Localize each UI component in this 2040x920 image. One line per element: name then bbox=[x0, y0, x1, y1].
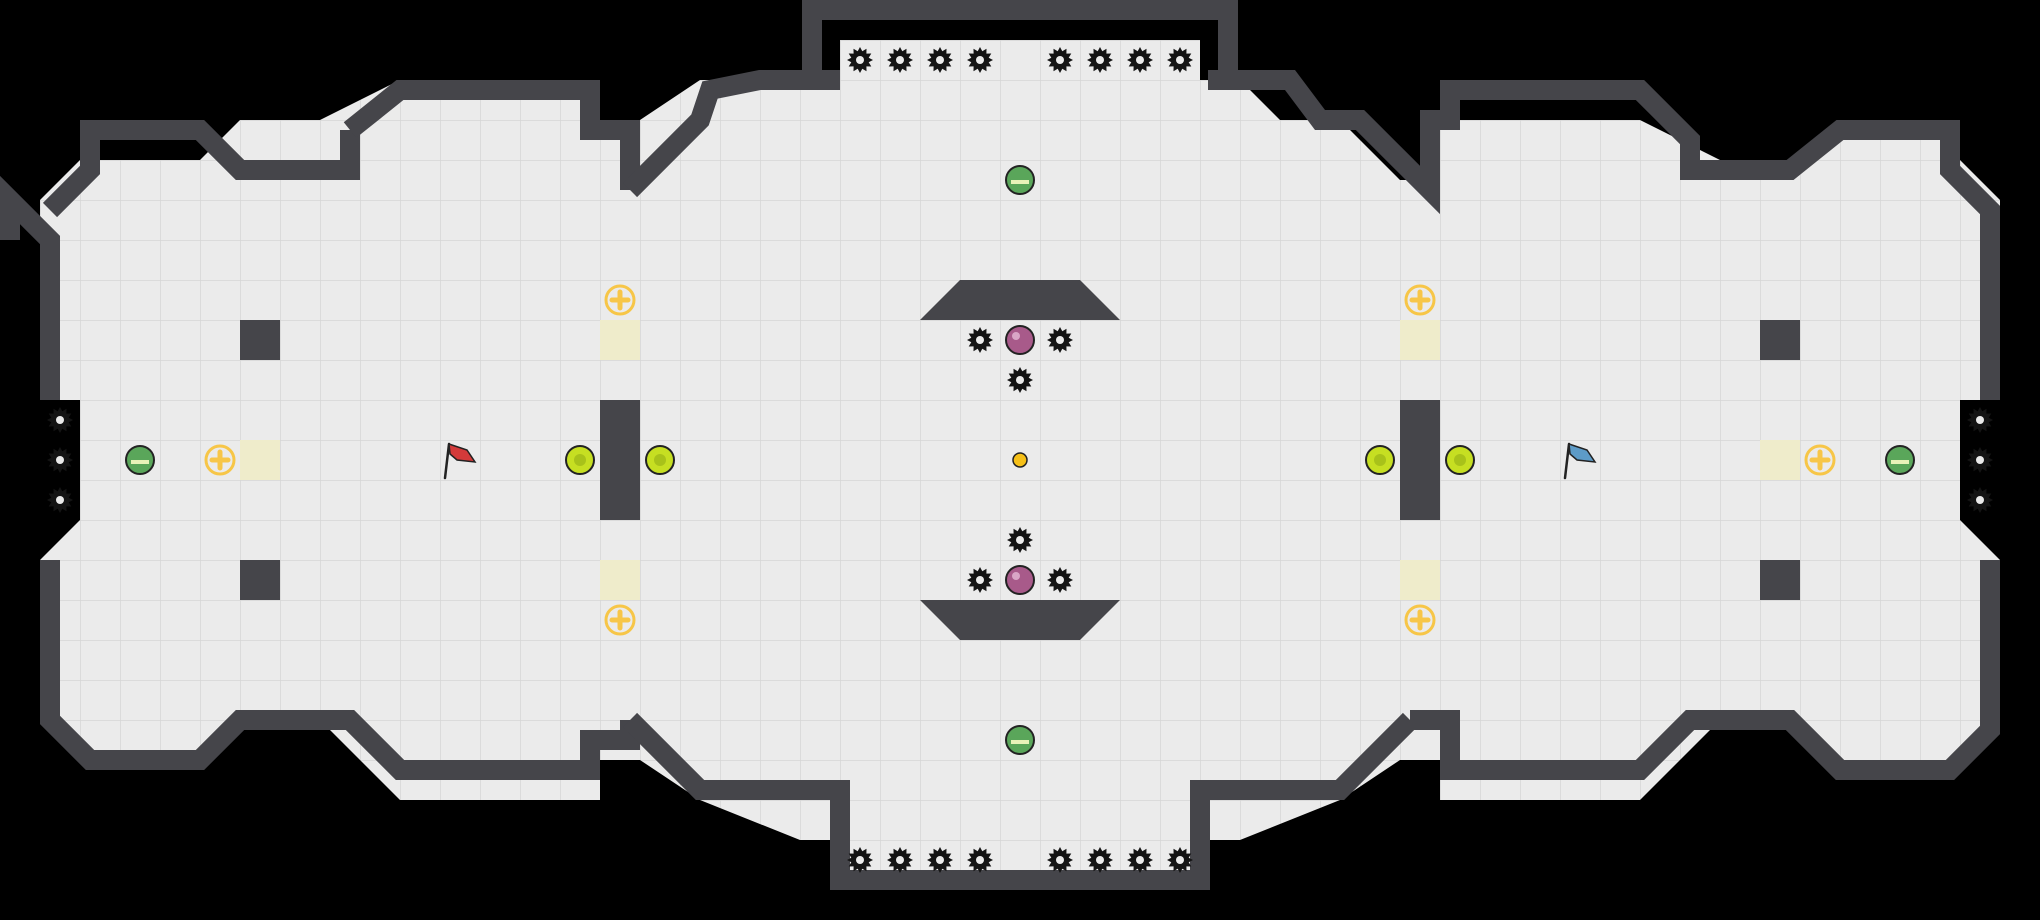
spike-icon bbox=[847, 847, 873, 873]
spike-icon bbox=[847, 47, 873, 73]
boost-pad-icon bbox=[604, 604, 636, 636]
right-lower-wall bbox=[1410, 560, 2000, 780]
center-right-barrier bbox=[1400, 400, 1440, 520]
gate-tile-icon bbox=[600, 560, 640, 600]
boost-pad-icon bbox=[604, 284, 636, 316]
spike-icon bbox=[1047, 327, 1073, 353]
spike-icon bbox=[1167, 847, 1193, 873]
left-lower-wall bbox=[40, 560, 640, 780]
spike-icon bbox=[967, 327, 993, 353]
red-flag-icon bbox=[443, 442, 477, 480]
neutral-token-icon bbox=[1012, 452, 1028, 468]
gate-tile-icon bbox=[1400, 560, 1440, 600]
top-alcove-wall bbox=[802, 0, 1238, 80]
gate-tile-icon bbox=[1760, 440, 1800, 480]
spike-icon bbox=[1087, 847, 1113, 873]
spike-icon bbox=[1087, 47, 1113, 73]
boost-pad-icon bbox=[1804, 444, 1836, 476]
portal-icon bbox=[565, 445, 595, 475]
portal-icon bbox=[645, 445, 675, 475]
center-left-barrier bbox=[600, 400, 640, 520]
pillar-block bbox=[240, 320, 280, 360]
spike-icon bbox=[1047, 847, 1073, 873]
upper-trapezoid-barrier bbox=[920, 280, 1120, 320]
spike-icon bbox=[1127, 847, 1153, 873]
spike-icon bbox=[1047, 47, 1073, 73]
spike-icon bbox=[1007, 527, 1033, 553]
item-layer bbox=[47, 47, 1993, 873]
wall-layer bbox=[0, 0, 2000, 890]
gate-tile-icon bbox=[240, 440, 280, 480]
spike-icon bbox=[967, 567, 993, 593]
boost-pad-icon bbox=[1404, 284, 1436, 316]
powerup-icon bbox=[125, 445, 155, 475]
bomb-icon bbox=[1005, 565, 1035, 595]
lower-trapezoid-barrier bbox=[920, 600, 1120, 640]
right-upper-wall bbox=[1208, 70, 2000, 400]
left-upper-step-wall bbox=[343, 80, 640, 190]
bomb-icon bbox=[1005, 325, 1035, 355]
spike-icon bbox=[1967, 407, 1993, 433]
center-upper-left-wall bbox=[622, 70, 840, 198]
spike-icon bbox=[1967, 487, 1993, 513]
spike-icon bbox=[927, 47, 953, 73]
spike-icon bbox=[967, 47, 993, 73]
spike-icon bbox=[47, 487, 73, 513]
portal-icon bbox=[1365, 445, 1395, 475]
boost-pad-icon bbox=[1404, 604, 1436, 636]
spike-icon bbox=[887, 847, 913, 873]
left-notch-wall-top bbox=[0, 175, 60, 400]
spike-icon bbox=[927, 847, 953, 873]
spike-icon bbox=[1047, 567, 1073, 593]
gate-tile-icon bbox=[600, 320, 640, 360]
pillar-block bbox=[1760, 560, 1800, 600]
pillar-block bbox=[240, 560, 280, 600]
left-upper-wall bbox=[42, 120, 360, 218]
portal-icon bbox=[1445, 445, 1475, 475]
spike-icon bbox=[887, 47, 913, 73]
pillar-block bbox=[1760, 320, 1800, 360]
spike-icon bbox=[47, 447, 73, 473]
gate-tile-icon bbox=[1400, 320, 1440, 360]
blue-flag-icon bbox=[1563, 442, 1597, 480]
powerup-icon bbox=[1885, 445, 1915, 475]
boost-pad-icon bbox=[204, 444, 236, 476]
spike-icon bbox=[47, 407, 73, 433]
powerup-icon bbox=[1005, 725, 1035, 755]
spike-icon bbox=[1967, 447, 1993, 473]
bottom-center-wall bbox=[622, 712, 1418, 890]
spike-icon bbox=[967, 847, 993, 873]
spike-icon bbox=[1167, 47, 1193, 73]
powerup-icon bbox=[1005, 165, 1035, 195]
spike-icon bbox=[1007, 367, 1033, 393]
spike-icon bbox=[1127, 47, 1153, 73]
